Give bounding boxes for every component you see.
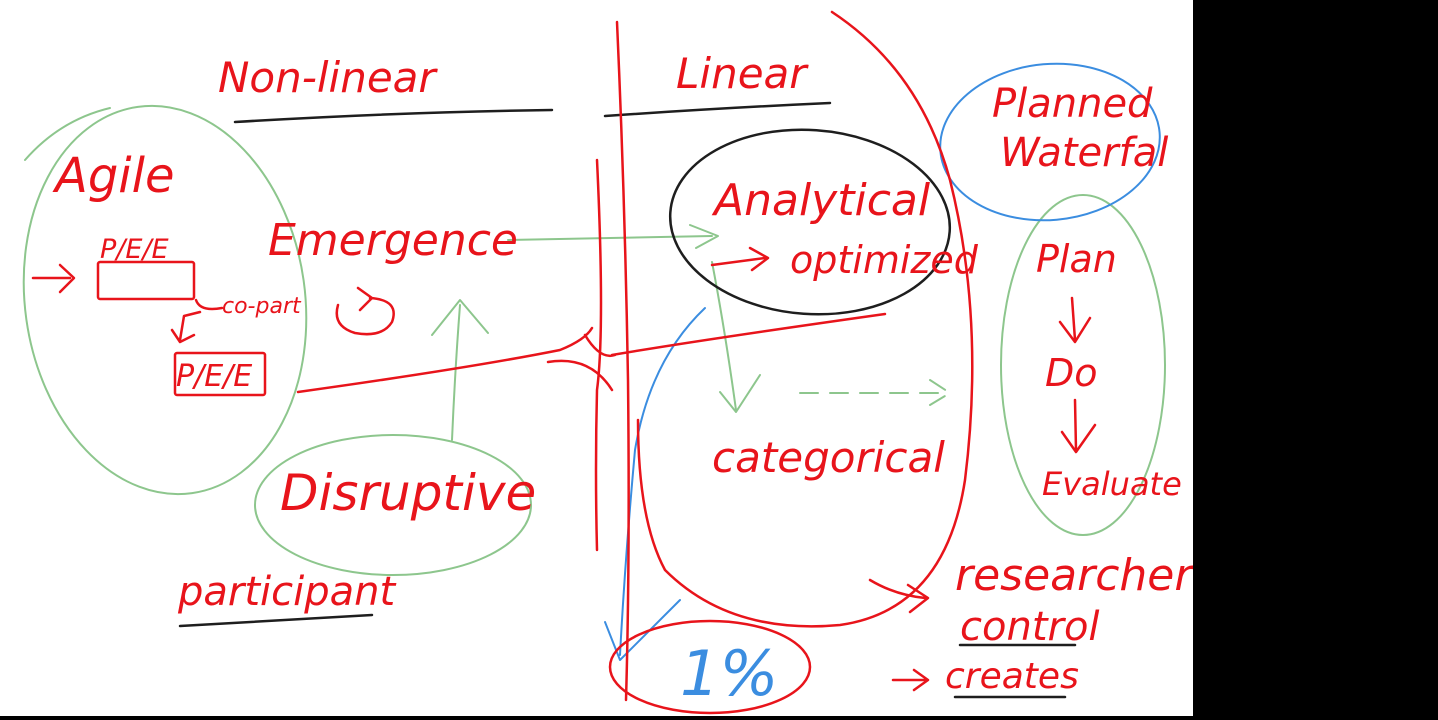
planned-label: Planned bbox=[992, 81, 1153, 127]
emergence-label: Emergence bbox=[268, 215, 518, 266]
plan-arrow bbox=[1058, 296, 1092, 344]
optimized-arrow bbox=[710, 246, 770, 272]
pdo-circle bbox=[1000, 194, 1166, 536]
one-percent-label: 1% bbox=[680, 637, 778, 710]
linear-heading: Linear bbox=[676, 49, 809, 98]
pee-top-box bbox=[96, 260, 196, 301]
disruptive-to-emergence-arrow bbox=[431, 299, 489, 441]
emergence-to-analytical-arrow bbox=[507, 224, 719, 249]
creates-arrow bbox=[891, 668, 930, 692]
left-bracket-line bbox=[594, 158, 603, 552]
participant-underline bbox=[178, 613, 374, 628]
pee-top-label: P/E/E bbox=[100, 234, 169, 265]
agile-label: Agile bbox=[52, 148, 175, 204]
cycle-icon bbox=[335, 286, 395, 336]
bridge-curve bbox=[296, 312, 887, 394]
agile-entry-arrow bbox=[31, 263, 76, 294]
waterfall-label: Waterfal bbox=[1000, 130, 1168, 176]
linear-enclosure bbox=[636, 10, 974, 628]
nonlinear-underline bbox=[233, 108, 554, 124]
optimized-label: optimized bbox=[790, 238, 979, 282]
nonlinear-heading: Non-linear bbox=[218, 53, 438, 102]
agile-circle bbox=[22, 104, 308, 496]
do-label: Do bbox=[1045, 351, 1098, 395]
divider-line bbox=[615, 20, 630, 702]
control-label: control bbox=[960, 604, 1100, 650]
analytical-to-categorical-arrow bbox=[711, 261, 761, 413]
plan-label: Plan bbox=[1036, 237, 1117, 281]
analytical-label: Analytical bbox=[711, 175, 931, 226]
categorical-label: categorical bbox=[712, 433, 945, 482]
bottom-edge bbox=[0, 716, 1193, 720]
co-part-connector bbox=[170, 298, 224, 344]
participant-label: participant bbox=[177, 569, 397, 615]
creates-label: creates bbox=[945, 656, 1079, 697]
disruptive-circle bbox=[254, 434, 532, 576]
dashed-arrow bbox=[799, 379, 951, 406]
pee-bottom-label: P/E/E bbox=[176, 359, 252, 394]
do-arrow bbox=[1060, 398, 1097, 454]
evaluate-label: Evaluate bbox=[1042, 465, 1182, 503]
researcher-arrow bbox=[868, 578, 930, 614]
pee-bottom-box bbox=[173, 351, 267, 397]
whiteboard-canvas bbox=[0, 0, 1193, 716]
black-margin bbox=[1193, 0, 1438, 720]
analytical-to-one-percent-arrow bbox=[604, 307, 706, 661]
co-part-label: co-part bbox=[222, 294, 302, 319]
one-percent-circle bbox=[608, 619, 812, 715]
agile-circle-tail bbox=[24, 107, 111, 161]
researcher-label: researcher bbox=[955, 550, 1193, 601]
analytical-circle bbox=[668, 128, 952, 316]
disruptive-label: Disruptive bbox=[280, 464, 536, 522]
sketch-layer: Non-linear Agile P/E/E co-part P/E/E Eme… bbox=[22, 10, 1193, 715]
linear-underline bbox=[603, 101, 832, 118]
